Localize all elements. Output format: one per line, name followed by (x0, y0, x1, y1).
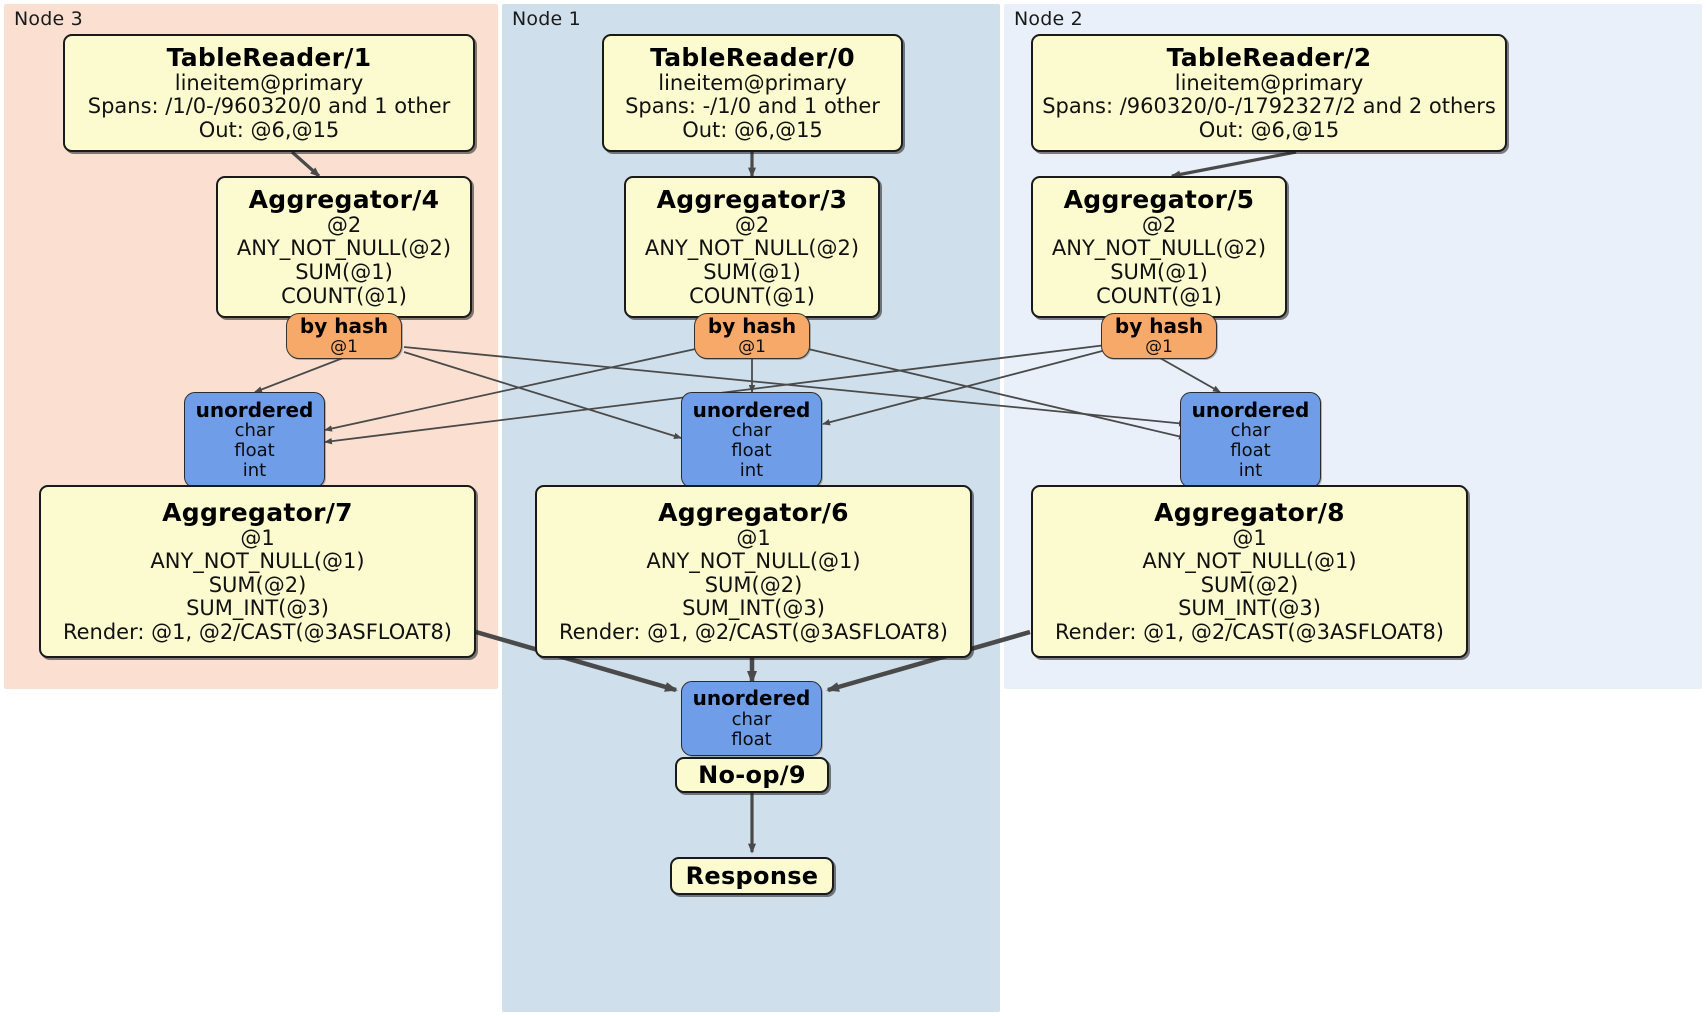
processor-detail-line: @1 (736, 525, 771, 550)
router-column: @1 (330, 336, 358, 357)
synchronizer-title: unordered (692, 686, 811, 711)
synchronizer-type: char (1230, 419, 1271, 441)
processor-tablereader-2[interactable]: TableReader/2 lineitem@primary Spans: /9… (1031, 34, 1507, 152)
processor-title: Aggregator/6 (658, 497, 849, 527)
processor-noop-9[interactable]: No-op/9 (675, 757, 829, 793)
processor-title: TableReader/0 (650, 42, 855, 72)
synchronizer-type: float (1230, 440, 1271, 462)
synchronizer-unordered-node1[interactable]: unordered char float int (681, 392, 822, 488)
processor-title: Response (685, 861, 819, 890)
synchronizer-type: float (731, 728, 772, 750)
processor-detail-line: SUM(@1) (703, 260, 801, 284)
processor-detail-line: lineitem@primary (1174, 70, 1364, 95)
router-by-hash-node2[interactable]: by hash @1 (1101, 313, 1217, 359)
processor-detail-line: @1 (240, 525, 275, 550)
processor-detail-line: ANY_NOT_NULL(@2) (236, 236, 452, 261)
synchronizer-type: float (234, 440, 275, 462)
processor-title: Aggregator/3 (656, 184, 848, 214)
processor-detail-line: SUM(@1) (1110, 260, 1208, 284)
processor-title: TableReader/2 (1166, 42, 1372, 72)
processor-detail-line: ANY_NOT_NULL(@1) (150, 549, 365, 574)
processor-detail-line: SUM_INT(@3) (682, 596, 825, 621)
processor-tablereader-1[interactable]: TableReader/1 lineitem@primary Spans: /1… (63, 34, 475, 152)
processor-detail-line: COUNT(@1) (689, 283, 815, 308)
processor-aggregator-3[interactable]: Aggregator/3 @2 ANY_NOT_NULL(@2) SUM(@1)… (624, 176, 880, 318)
processor-detail-line: Spans: /960320/0-/1792327/2 and 2 others (1042, 94, 1496, 119)
processor-aggregator-8[interactable]: Aggregator/8 @1 ANY_NOT_NULL(@1) SUM(@2)… (1031, 485, 1468, 658)
processor-detail-line: SUM_INT(@3) (1178, 596, 1321, 621)
processor-detail-line: ANY_NOT_NULL(@2) (1051, 236, 1267, 261)
processor-render-line: Render: @1, @2/CAST(@3ASFLOAT8) (62, 619, 453, 644)
processor-aggregator-4[interactable]: Aggregator/4 @2 ANY_NOT_NULL(@2) SUM(@1)… (216, 176, 472, 318)
router-column: @1 (1145, 336, 1173, 357)
synchronizer-type: char (234, 419, 275, 441)
processor-aggregator-6[interactable]: Aggregator/6 @1 ANY_NOT_NULL(@1) SUM(@2)… (535, 485, 972, 658)
router-by-hash-node3[interactable]: by hash @1 (286, 313, 402, 359)
processor-detail-line: lineitem@primary (658, 70, 847, 95)
processor-detail-line: Out: @6,@15 (1198, 117, 1340, 142)
synchronizer-title: unordered (692, 397, 811, 422)
processor-detail-line: Out: @6,@15 (198, 117, 340, 142)
processor-detail-line: SUM_INT(@3) (186, 596, 329, 621)
synchronizer-title: unordered (195, 397, 314, 422)
synchronizer-type: char (731, 708, 772, 730)
processor-detail-line: ANY_NOT_NULL(@1) (646, 549, 861, 574)
processor-detail-line: Spans: -/1/0 and 1 other (625, 94, 880, 119)
processor-detail-line: COUNT(@1) (1096, 283, 1222, 308)
router-title: by hash (299, 314, 389, 339)
processor-detail-line: SUM(@2) (208, 572, 307, 597)
processor-aggregator-7[interactable]: Aggregator/7 @1 ANY_NOT_NULL(@1) SUM(@2)… (39, 485, 476, 658)
processor-title: TableReader/1 (166, 42, 372, 72)
processor-title: Aggregator/8 (1154, 497, 1345, 527)
processor-detail-line: ANY_NOT_NULL(@1) (1142, 549, 1357, 574)
processor-detail-line: @2 (734, 212, 770, 237)
router-title: by hash (707, 314, 797, 339)
node-panel-label-node2: Node 2 (1014, 8, 1083, 30)
processor-render-line: Render: @1, @2/CAST(@3ASFLOAT8) (558, 619, 949, 644)
synchronizer-type: int (242, 460, 267, 482)
processor-detail-line: COUNT(@1) (281, 283, 407, 308)
synchronizer-title: unordered (1191, 397, 1310, 422)
synchronizer-unordered-node2[interactable]: unordered char float int (1180, 392, 1321, 488)
processor-detail-line: @2 (326, 212, 362, 237)
processor-detail-line: @2 (1141, 212, 1177, 237)
synchronizer-unordered-node3[interactable]: unordered char float int (184, 392, 325, 488)
processor-title: Aggregator/5 (1063, 184, 1255, 214)
processor-detail-line: Spans: /1/0-/960320/0 and 1 other (87, 94, 451, 119)
router-title: by hash (1114, 314, 1204, 339)
node-panel-label-node1: Node 1 (512, 8, 581, 30)
processor-detail-line: SUM(@2) (1200, 572, 1299, 597)
processor-detail-line: SUM(@1) (295, 260, 393, 284)
processor-detail-line: ANY_NOT_NULL(@2) (644, 236, 860, 261)
processor-detail-line: lineitem@primary (174, 70, 364, 95)
processor-title: Aggregator/4 (248, 184, 440, 214)
node-panel-label-node3: Node 3 (14, 8, 83, 30)
processor-detail-line: SUM(@2) (704, 572, 803, 597)
processor-render-line: Render: @1, @2/CAST(@3ASFLOAT8) (1054, 619, 1445, 644)
synchronizer-type: int (739, 460, 764, 482)
router-by-hash-node1[interactable]: by hash @1 (694, 313, 810, 359)
processor-detail-line: @1 (1232, 525, 1267, 550)
processor-aggregator-5[interactable]: Aggregator/5 @2 ANY_NOT_NULL(@2) SUM(@1)… (1031, 176, 1287, 318)
synchronizer-type: char (731, 419, 772, 441)
processor-tablereader-0[interactable]: TableReader/0 lineitem@primary Spans: -/… (602, 34, 903, 152)
synchronizer-type: float (731, 440, 772, 462)
processor-title: No-op/9 (698, 760, 806, 789)
processor-title: Aggregator/7 (162, 497, 353, 527)
processor-response[interactable]: Response (670, 857, 834, 895)
router-column: @1 (738, 336, 766, 357)
synchronizer-type: int (1238, 460, 1263, 482)
processor-detail-line: Out: @6,@15 (682, 117, 823, 142)
synchronizer-unordered-final[interactable]: unordered char float (681, 681, 822, 756)
